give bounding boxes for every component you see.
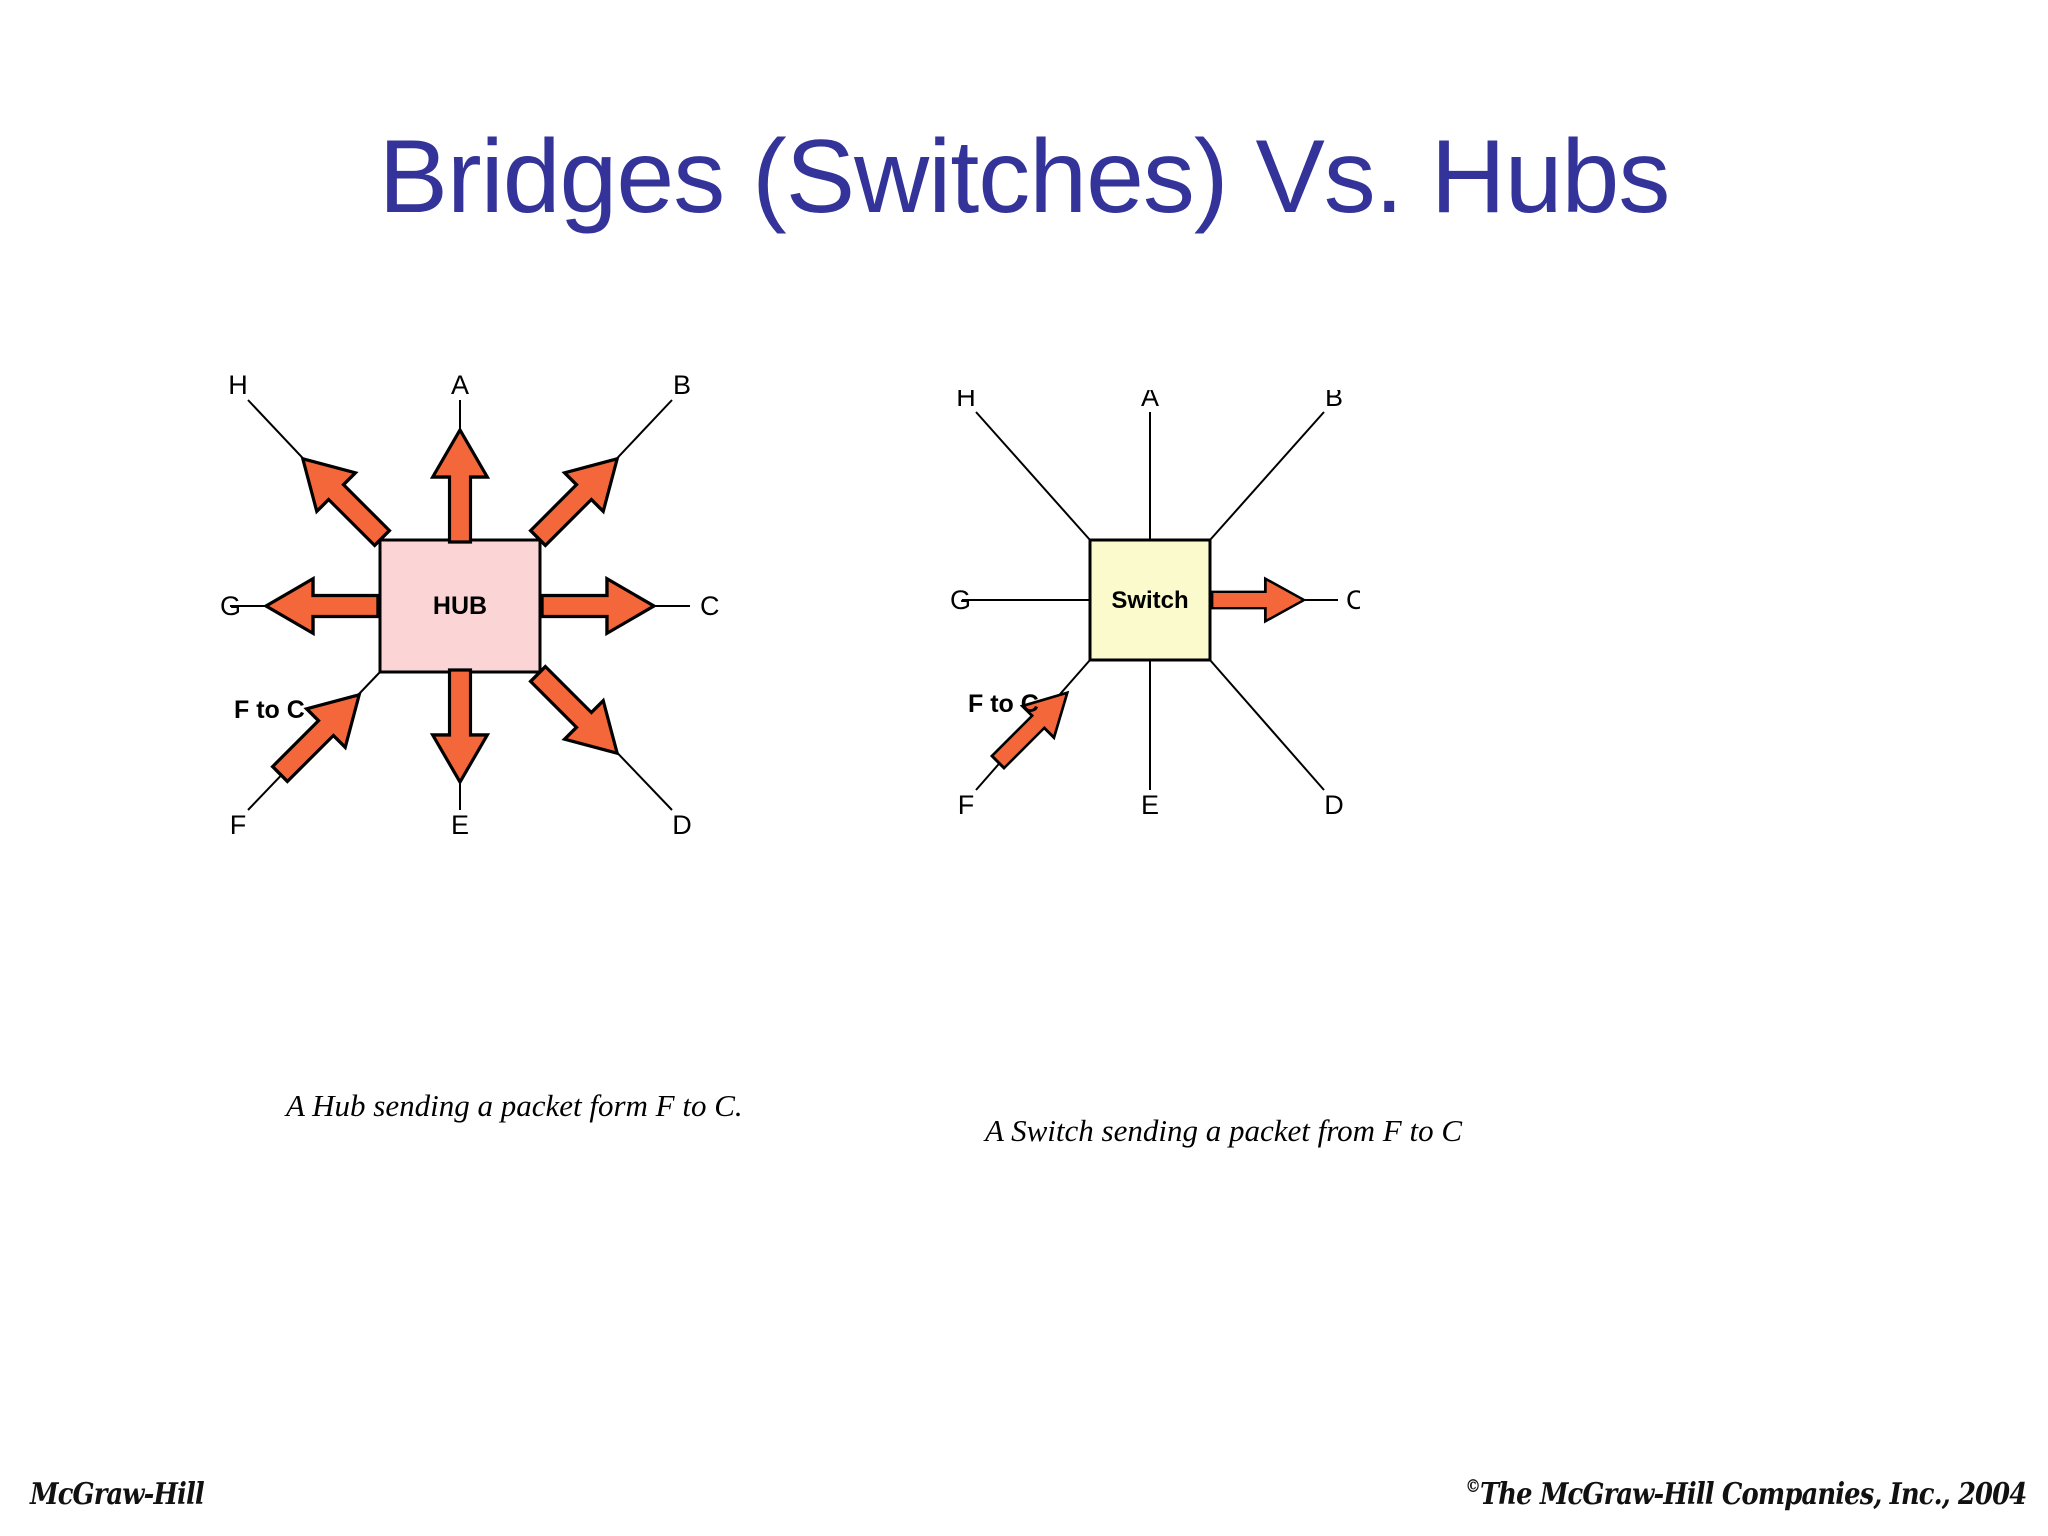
switch-port-label-d: D xyxy=(1324,790,1344,820)
switch-port-label-e: E xyxy=(1141,790,1159,820)
hub-port-label-c: C xyxy=(700,591,720,621)
hub-packet-label: F to C xyxy=(234,696,305,724)
switch-port-label-g: G xyxy=(950,585,971,615)
hub-port-label-g: G xyxy=(220,591,241,621)
switch-port-label-b: B xyxy=(1325,390,1343,412)
hub-port-label-b: B xyxy=(673,370,691,400)
switch-port-label-c: C xyxy=(1346,585,1360,615)
hub-diagram-svg: HUB xyxy=(220,370,720,840)
hub-caption: A Hub sending a packet form F to C. xyxy=(286,1088,743,1123)
footer-copyright: ©The McGraw-Hill Companies, Inc., 2004 xyxy=(1464,1476,2027,1512)
switch-packet-label: F to C xyxy=(968,690,1039,718)
footer-brand: McGraw-Hill xyxy=(30,1477,205,1512)
hub-port-label-f: F xyxy=(230,810,247,840)
hub-port-label-d: D xyxy=(672,810,692,840)
switch-box xyxy=(1088,538,1212,662)
hub-arrow-g xyxy=(264,577,380,635)
hub-arrow-f-incoming xyxy=(259,673,381,795)
hub-arrow-e xyxy=(431,668,489,784)
switch-port-labels: A B C D E F G H xyxy=(950,390,1360,820)
switch-port-label-a: A xyxy=(1141,390,1159,412)
page-title: Bridges (Switches) Vs. Hubs xyxy=(378,119,1671,235)
hub-port-label-a: A xyxy=(451,370,469,400)
switch-caption: A Switch sending a packet from F to C xyxy=(985,1113,1463,1148)
hub-box-label: HUB xyxy=(433,592,487,620)
hub-port-labels: A B C D E F G H xyxy=(220,370,720,840)
switch-arrow-c xyxy=(1210,577,1306,623)
hub-port-label-e: E xyxy=(451,810,469,840)
switch-box-label: Switch xyxy=(1111,587,1188,614)
copyright-icon: © xyxy=(1464,1476,1480,1497)
hub-box xyxy=(378,538,542,674)
hub-arrow-a xyxy=(431,428,489,544)
hub-diagram: HUB xyxy=(200,370,720,870)
hub-arrow-c xyxy=(540,577,656,635)
switch-port-label-h: H xyxy=(956,390,976,412)
hub-port-label-h: H xyxy=(228,370,248,400)
switch-diagram-svg: Switch A B C D E F G H F to C xyxy=(950,390,1360,820)
switch-diagram: Switch A B C D E F G H F to C xyxy=(940,390,1360,830)
footer-copyright-text: The McGraw-Hill Companies, Inc., 2004 xyxy=(1479,1477,2027,1512)
switch-port-label-f: F xyxy=(958,790,975,820)
